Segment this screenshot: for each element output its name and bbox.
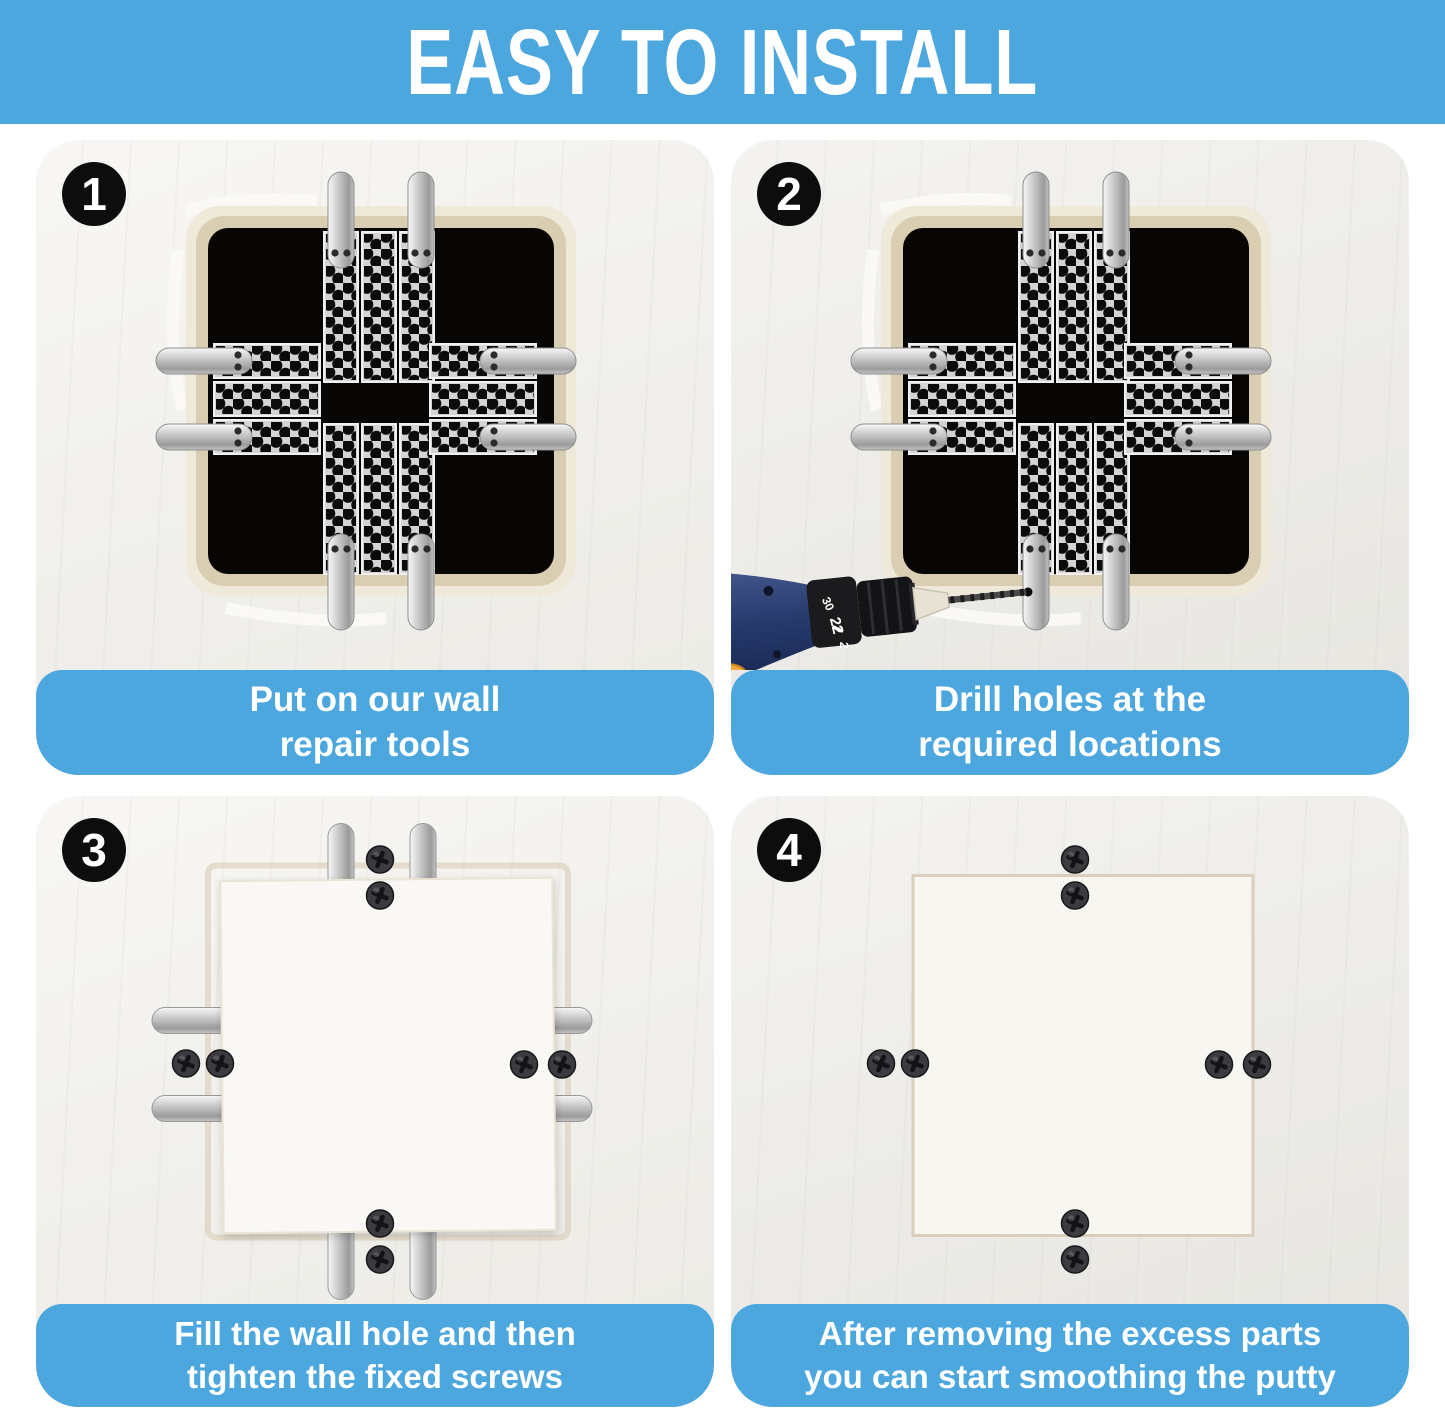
drill-chuck: [856, 576, 919, 637]
step-4-number-badge: 4: [757, 818, 821, 882]
step-4-card: 4 After removing the excess parts you ca…: [731, 796, 1409, 1407]
step-2-number-badge: 2: [757, 162, 821, 226]
caption-line: required locations: [918, 724, 1222, 764]
step-1-caption: Put on our wall repair tools: [36, 670, 714, 775]
caption-line: Fill the wall hole and then: [174, 1314, 576, 1352]
step-2-card: 2 30: [731, 140, 1409, 775]
step-3-number-badge: 3: [62, 818, 126, 882]
step-3-illustration: [36, 796, 714, 1304]
drill-clutch-dial: 30 22 2: [806, 576, 862, 649]
step-2-illustration: 30 22 2: [731, 140, 1409, 670]
step-4-illustration: [731, 796, 1409, 1304]
drill-bit: [948, 588, 1027, 604]
steps-grid: 1 Put on our wall repair tools 2: [36, 140, 1409, 1407]
wall-hole-with-straps-icon: [851, 172, 1271, 630]
caption-line: you can start smoothing the putty: [804, 1357, 1336, 1395]
caption-line: After removing the excess parts: [818, 1314, 1322, 1352]
caption-line: repair tools: [279, 724, 471, 764]
caption-line: Drill holes at the: [933, 680, 1207, 720]
smoothed-patch: [911, 874, 1255, 1237]
caption-line: tighten the fixed screws: [187, 1357, 563, 1395]
drill-nose: [912, 586, 950, 621]
drill-body: [731, 571, 815, 670]
wall-patch: [219, 876, 557, 1235]
step-1-card: 1 Put on our wall repair tools: [36, 140, 714, 775]
step-2-caption: Drill holes at the required locations: [731, 670, 1409, 775]
wall-hole-with-straps-icon: [156, 172, 576, 630]
step-1-number: 1: [81, 168, 107, 220]
step-3-caption: Fill the wall hole and then tighten the …: [36, 1304, 714, 1407]
dial-number: 2: [837, 642, 851, 649]
step-2-number: 2: [776, 168, 802, 220]
step-3-number: 3: [81, 824, 107, 876]
step-4-caption: After removing the excess parts you can …: [731, 1304, 1409, 1407]
step-4-number: 4: [776, 824, 802, 876]
drill-icon: 30 22 2: [731, 571, 1027, 670]
caption-line: Put on our wall: [249, 680, 501, 720]
dial-number: 30: [819, 595, 837, 613]
step-3-card: 3: [36, 796, 714, 1407]
step-1-illustration: [36, 140, 714, 670]
page-title: EASY TO INSTALL: [406, 9, 1039, 114]
header-banner: EASY TO INSTALL: [0, 0, 1445, 124]
step-1-number-badge: 1: [62, 162, 126, 226]
